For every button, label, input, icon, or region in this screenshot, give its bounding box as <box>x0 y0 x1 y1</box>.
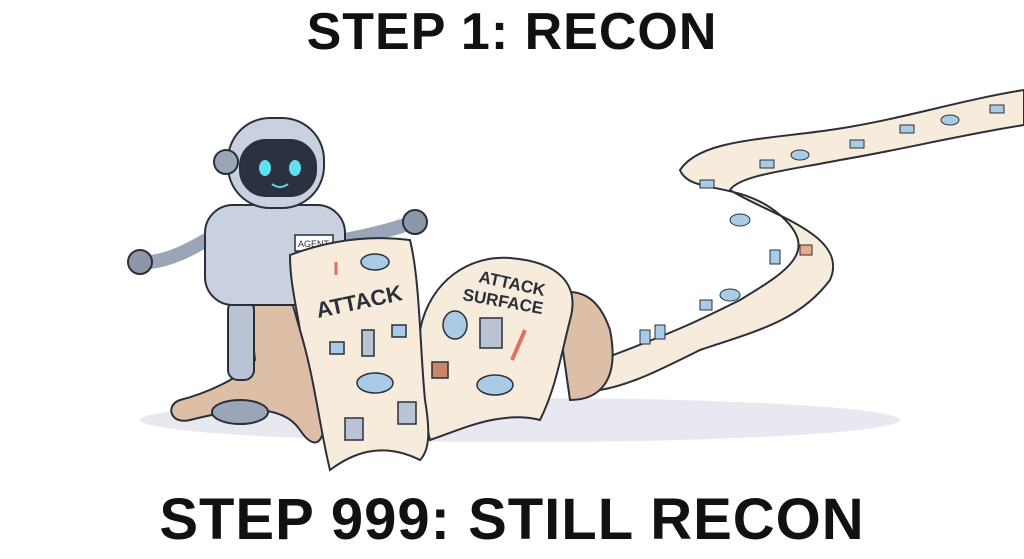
robot-leg <box>227 299 255 381</box>
scroll-front-diagrams <box>329 253 417 441</box>
bottom-caption: STEP 999: STILL RECON <box>159 487 865 552</box>
robot-right-hand <box>402 209 428 235</box>
agent-badge-label: AGENT <box>298 239 330 249</box>
scroll-far-diagrams <box>639 104 1005 345</box>
robot-face-screen <box>239 139 317 197</box>
robot-smile <box>271 183 289 188</box>
robot-ear <box>213 149 239 175</box>
robot-eye <box>289 160 301 176</box>
scroll-middle-diagrams <box>431 310 527 396</box>
scroll-far <box>599 88 1024 392</box>
top-caption: STEP 1: RECON <box>306 3 718 61</box>
robot-foot <box>211 399 269 425</box>
robot-left-hand <box>127 249 153 275</box>
robot-right-arm <box>343 218 408 247</box>
robot-eye <box>259 160 271 176</box>
scroll-front-panel <box>288 237 430 472</box>
